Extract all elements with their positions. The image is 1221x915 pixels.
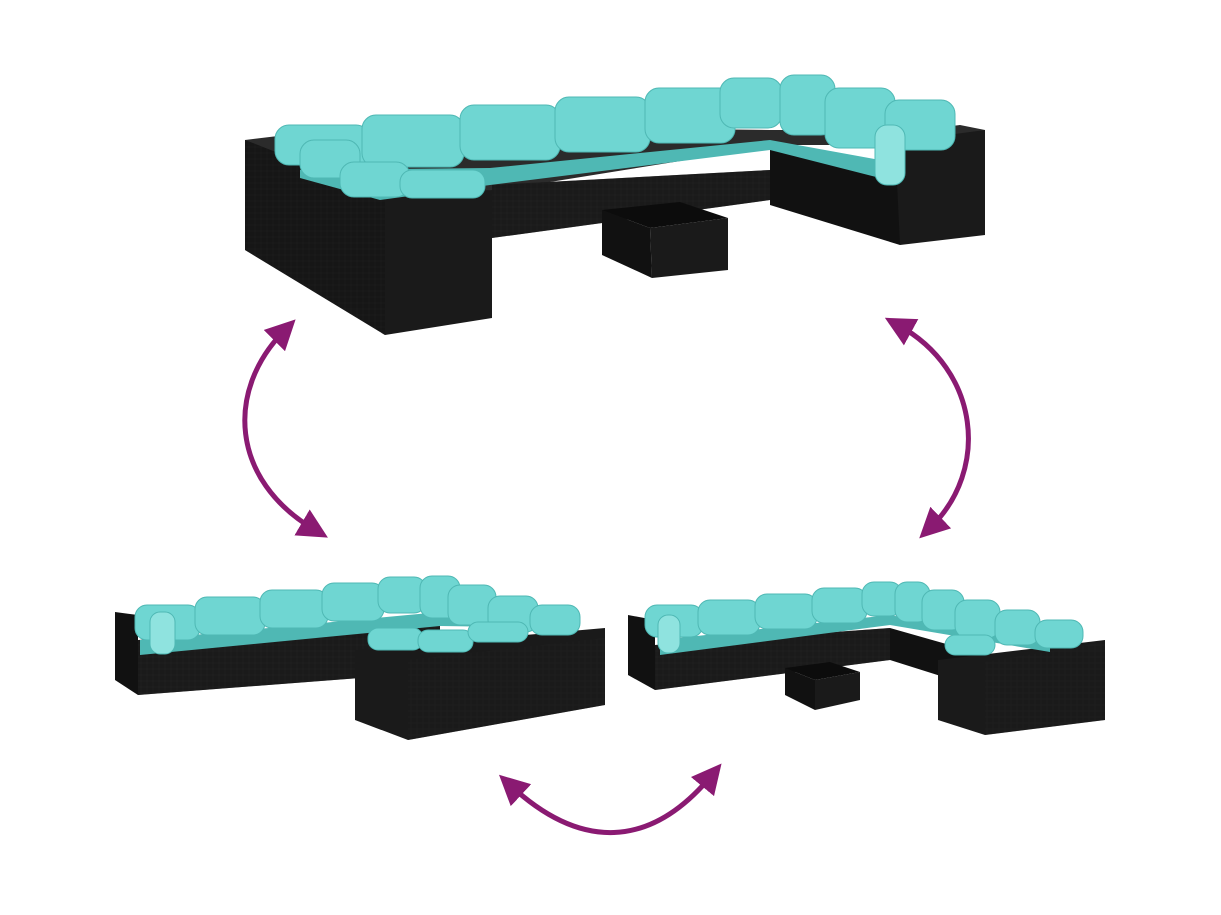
cushion (417, 629, 474, 653)
cushion (467, 621, 529, 643)
cushion (377, 576, 427, 614)
left-end-module (385, 190, 492, 335)
table-front (650, 218, 728, 278)
cushion (811, 587, 868, 624)
sofa-set-top (245, 74, 985, 335)
sofa-set-bottom-right (628, 581, 1105, 735)
cushion (361, 114, 465, 168)
cushion (697, 599, 761, 636)
cushion (459, 104, 561, 161)
table-front (815, 672, 860, 710)
cushion (321, 582, 385, 622)
double-headed-arrow-icon (499, 763, 722, 836)
sofa-set-bottom-left (115, 575, 605, 740)
cushion (1034, 619, 1084, 649)
double-headed-arrow-icon (884, 317, 971, 539)
coffee-table-bottom-right (785, 662, 860, 710)
corner-block-weave (408, 638, 605, 740)
cushion (367, 627, 424, 651)
double-headed-arrow-icon (242, 319, 328, 538)
back-cushions (274, 74, 956, 199)
cushion (259, 589, 329, 629)
cushion (954, 599, 1001, 639)
coffee-table-top (602, 202, 728, 278)
cushion (944, 634, 996, 656)
cushion (754, 593, 818, 630)
cushion (529, 604, 581, 636)
back-cushions (134, 575, 581, 655)
arrows (242, 317, 971, 836)
cushion (874, 124, 906, 186)
cushion (194, 596, 266, 636)
table-glass (602, 202, 728, 228)
cushion (657, 614, 681, 654)
right-end-module (895, 130, 985, 245)
cushion (719, 77, 783, 129)
cushion (399, 169, 486, 199)
corner-end-weave (985, 642, 1105, 735)
cushion (994, 609, 1041, 646)
back-row-weave (492, 170, 770, 238)
cushion (339, 161, 411, 198)
table-side (785, 668, 815, 710)
back-cushions (644, 581, 1084, 656)
table-side (602, 210, 652, 278)
cushion (149, 611, 176, 655)
cushion (554, 96, 651, 153)
left-end-side (115, 612, 138, 695)
